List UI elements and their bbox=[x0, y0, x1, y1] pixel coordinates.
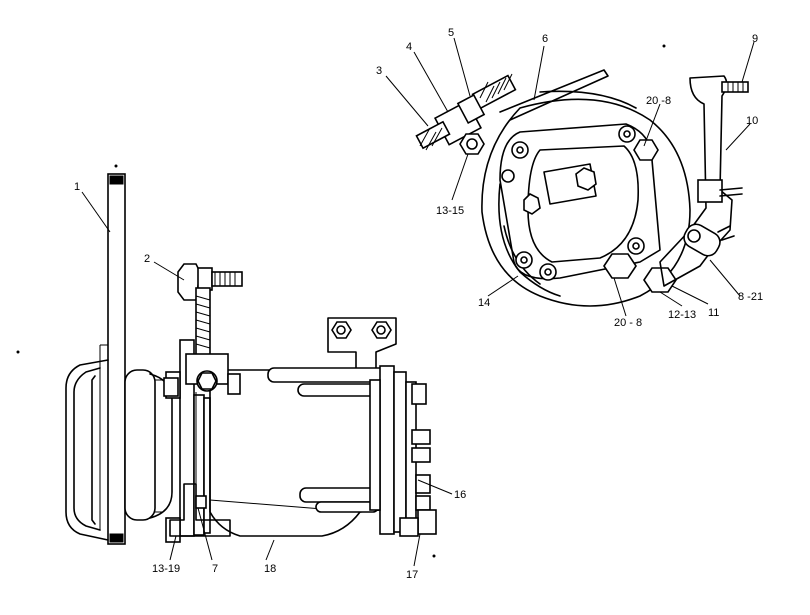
callout-13-15: 13-15 bbox=[436, 205, 464, 217]
callout-11: 11 bbox=[708, 307, 719, 319]
pulley-disc bbox=[107, 173, 126, 545]
callout-1: 1 bbox=[74, 181, 80, 193]
callout-16: 16 bbox=[454, 489, 466, 501]
clutch-hub bbox=[65, 359, 109, 541]
callouts: 1 2 3 4 5 6 7 8 -21 9 10 11 12-13 13-15 … bbox=[74, 27, 763, 581]
flange-bolts bbox=[501, 125, 659, 281]
leader-lines bbox=[81, 37, 755, 567]
compressor-body bbox=[209, 369, 381, 537]
callout-20-8-bottom: 20 - 8 bbox=[614, 317, 642, 329]
callout-13-19: 13-19 bbox=[152, 563, 180, 575]
callout-3: 3 bbox=[376, 65, 382, 77]
rear-bolt-17 bbox=[417, 509, 437, 535]
callout-10: 10 bbox=[746, 115, 758, 127]
callout-4: 4 bbox=[406, 41, 412, 53]
hex-nut-12-13 bbox=[643, 267, 677, 293]
callout-20-8-top: 20 -8 bbox=[646, 95, 671, 107]
bracket-front-view bbox=[415, 69, 749, 307]
callout-5: 5 bbox=[448, 27, 454, 39]
callout-2: 2 bbox=[144, 253, 150, 265]
callout-7: 7 bbox=[212, 563, 218, 575]
hex-nut-20-8 bbox=[603, 253, 637, 279]
callout-9: 9 bbox=[752, 33, 758, 45]
through-bolt-bottom bbox=[299, 487, 381, 503]
callout-18: 18 bbox=[264, 563, 276, 575]
bolt-8-21 bbox=[683, 223, 721, 257]
callout-17: 17 bbox=[406, 569, 418, 581]
callout-12-13: 12-13 bbox=[668, 309, 696, 321]
stud-9 bbox=[721, 81, 749, 93]
callout-14: 14 bbox=[478, 297, 490, 309]
mount-flange bbox=[499, 123, 661, 280]
adjuster-bolt-assembly bbox=[415, 73, 517, 155]
adjusting-bolt bbox=[177, 263, 243, 359]
compressor-housing bbox=[481, 98, 691, 307]
callout-6: 6 bbox=[542, 33, 548, 45]
callout-8-21: 8 -21 bbox=[738, 291, 763, 303]
rear-head bbox=[379, 365, 395, 535]
compressor-side-view bbox=[65, 173, 437, 545]
